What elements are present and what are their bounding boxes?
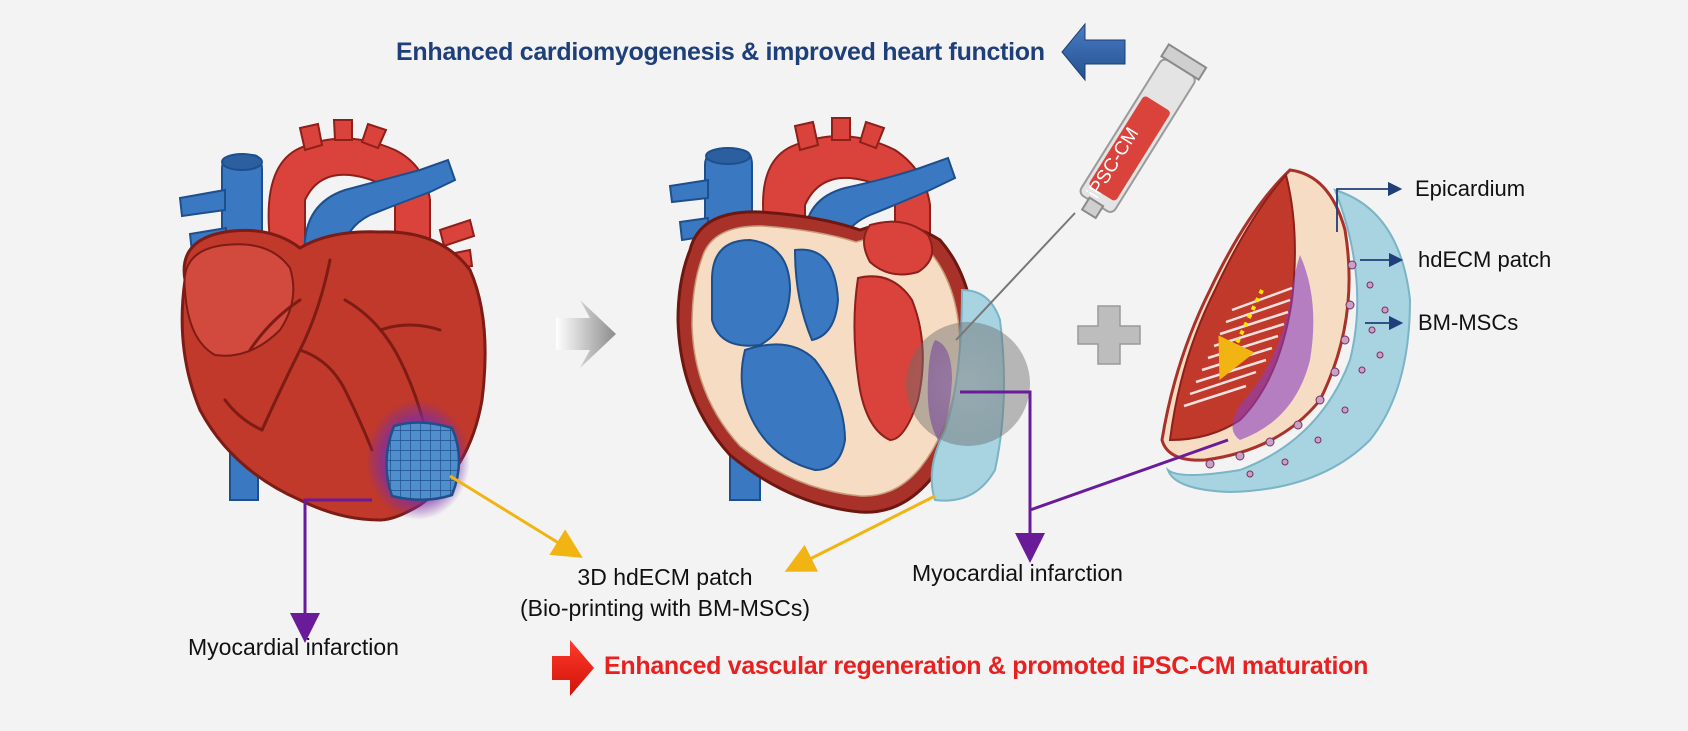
bm-msc-cells [1205, 260, 1389, 478]
hdecm-patch-layer [1165, 188, 1412, 494]
syringe-tip [1080, 196, 1105, 220]
zoom-circle [906, 322, 1030, 446]
cross-section-heart [668, 117, 1030, 514]
infarct-band [1232, 255, 1314, 440]
label-3d-patch-line2: (Bio-printing with BM-MSCs) [519, 595, 811, 621]
headline-top: Enhanced cardiomyogenesis & improved hea… [396, 38, 1045, 66]
aortic-branch-3 [360, 122, 388, 150]
left-heart [178, 119, 487, 522]
migration-arrow [1218, 289, 1264, 381]
leader-patch-left [449, 474, 583, 558]
leader-epicardium [1336, 181, 1403, 232]
hdecm-patch-left [385, 421, 461, 501]
left-ventricle-chamber [853, 275, 924, 442]
leader-mi-slice [1029, 438, 1229, 512]
syringe-needle [955, 212, 1076, 341]
plus-icon [1077, 305, 1141, 365]
arrow-right-red-icon [552, 640, 594, 696]
aortic-branch-1 [298, 122, 324, 152]
vena-cava-mid-opening [705, 147, 751, 165]
vena-cava-opening [221, 153, 263, 171]
aortic-branch-2 [332, 119, 353, 141]
leader-mi-center [960, 390, 1045, 563]
label-3d-patch: 3D hdECM patch (Bio-printing with BM-MSC… [515, 562, 815, 624]
leader-mi-left [290, 498, 372, 643]
right-atrium-chamber [711, 238, 792, 347]
vein-mid-1 [668, 178, 709, 204]
syringe-plunger [1160, 43, 1208, 81]
label-mi-center: Myocardial infarction [912, 560, 1123, 586]
coronary-vessels [223, 258, 442, 452]
aortic-branches-mid [793, 117, 886, 152]
tissue-slice [1160, 168, 1412, 494]
syringe-icon [955, 43, 1208, 341]
aorta [267, 137, 431, 252]
left-atrium-chamber [863, 220, 934, 276]
vein-branch-1 [178, 188, 226, 218]
headline-bottom: Enhanced vascular regeneration & promote… [604, 652, 1369, 680]
label-bm-mscs: BM-MSCs [1418, 310, 1519, 335]
right-ventricle-chamber [740, 343, 847, 472]
label-hdecm-patch: hdECM patch [1418, 247, 1552, 272]
tricuspid-area [793, 248, 840, 342]
label-mi-left: Myocardial infarction [188, 634, 399, 660]
label-epicardium: Epicardium [1415, 176, 1526, 201]
arrow-left-icon [1061, 22, 1126, 82]
arrow-right-gray-icon [556, 300, 616, 368]
syringe-fluid [1089, 96, 1170, 201]
label-3d-patch-line1: 3D hdECM patch [577, 564, 753, 590]
leader-patch-mid [784, 494, 936, 572]
